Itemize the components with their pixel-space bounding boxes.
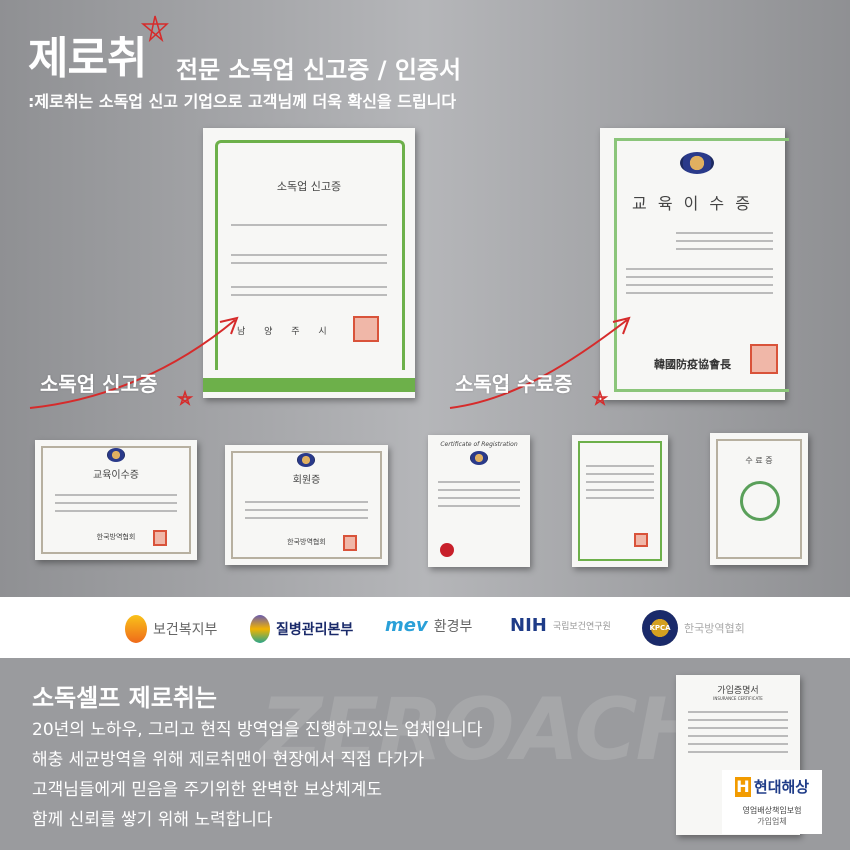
page-subtitle: 전문 소독업 신고증 / 인증서 xyxy=(176,56,462,84)
kcdc-logo: 질병관리본부 xyxy=(250,615,353,643)
certificate-small xyxy=(572,435,668,567)
cert-issuer: 남 양 주 시 xyxy=(237,327,335,337)
cert-issuer: 韓國防疫協會長 xyxy=(654,358,731,371)
arrow-icon xyxy=(449,316,631,409)
certificate-disinfection-report: 소독업 신고증 남 양 주 시 xyxy=(203,128,415,398)
hyundai-logo: H xyxy=(734,776,751,797)
about-heading: 소독셀프 제로취는 xyxy=(32,684,217,712)
hyundai-badge: H 현대해상 영업배상책임보험 가입업체 xyxy=(722,770,822,834)
label-disinfection-report: 소독업 신고증 xyxy=(40,372,158,396)
mohw-logo: 보건복지부 xyxy=(125,615,217,643)
certificate-small: Certificate of Registration xyxy=(428,435,530,567)
cert-title: 교 육 이 수 증 xyxy=(632,194,753,213)
about-line: 함께 신뢰를 쌓기 위해 노력합니다 xyxy=(32,810,273,830)
about-line: 고객님들에게 믿음을 주기위한 완벽한 보상체계도 xyxy=(32,780,383,800)
brand-title: 제로취 xyxy=(28,33,147,84)
watermark: ZEROACH xyxy=(260,680,707,780)
seal-stamp xyxy=(353,316,379,342)
about-line: 20년의 노하우, 그리고 현직 방역업을 진행하고있는 업체입니다 xyxy=(32,720,483,740)
about-line: 해충 세균방역을 위해 제로취맨이 현장에서 직접 다가가 xyxy=(32,750,425,770)
tagline: :제로취는 소독업 신고 기업으로 고객님께 더욱 확신을 드립니다 xyxy=(28,92,457,111)
arrow-icon xyxy=(29,316,239,409)
star-icon xyxy=(140,15,169,43)
certificate-small: 수 료 증 xyxy=(710,433,808,565)
certificate-education: 교 육 이 수 증 韓國防疫協會長 xyxy=(600,128,789,400)
label-completion: 소독업 수료증 xyxy=(455,372,573,396)
cert-title: 소독업 신고증 xyxy=(276,180,342,193)
